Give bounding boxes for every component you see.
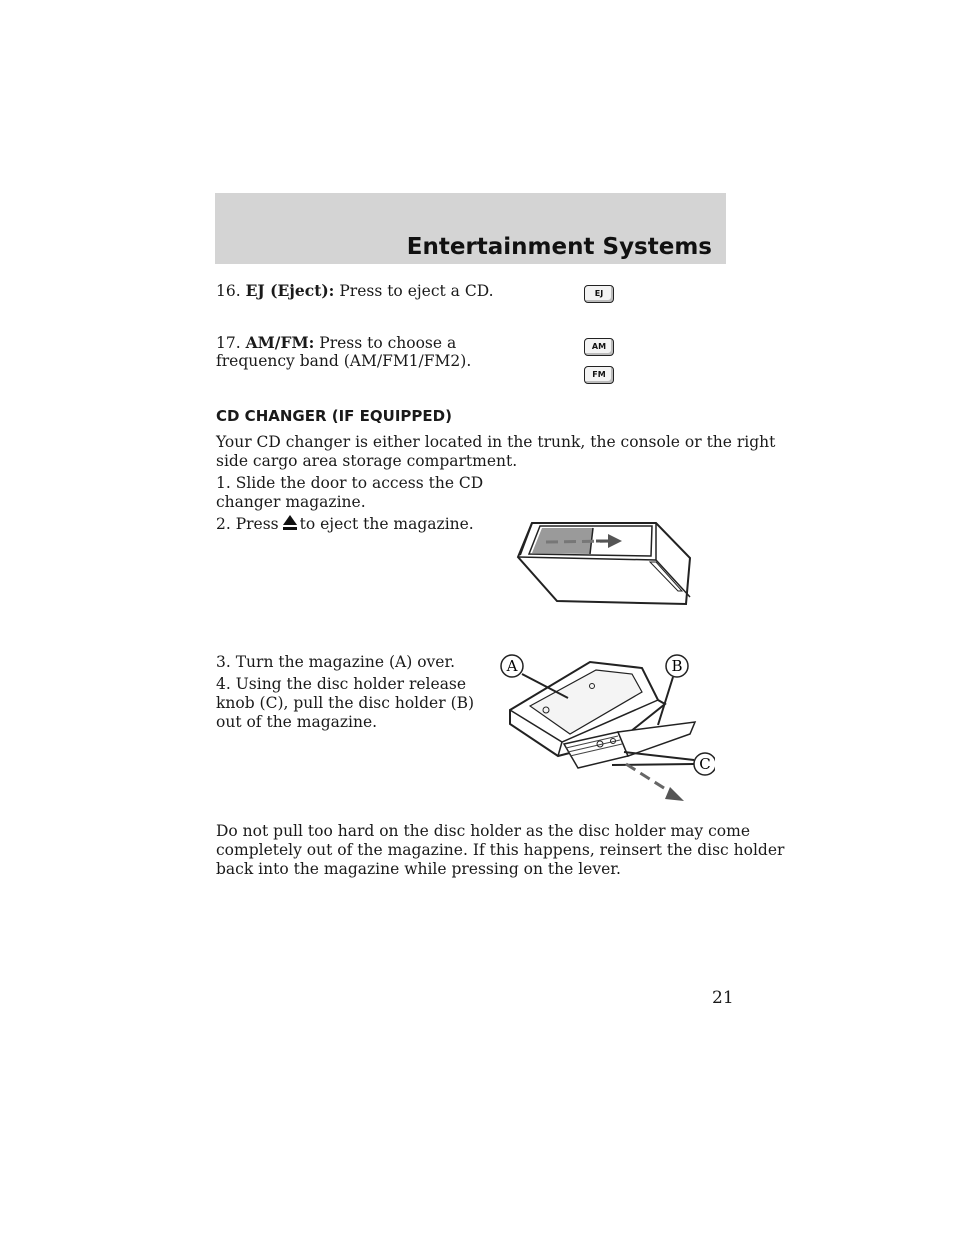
- note-line-3: back into the magazine while pressing on…: [216, 860, 621, 878]
- note-line-2: completely out of the magazine. If this …: [216, 841, 785, 859]
- item-number: 17.: [216, 334, 241, 352]
- section-header-bar: Entertainment Systems: [215, 193, 726, 264]
- item-eject: 16. EJ (Eject): Press to eject a CD.: [216, 281, 494, 301]
- item-number: 16.: [216, 282, 241, 300]
- item-amfm: 17. AM/FM: Press to choose a: [216, 333, 456, 353]
- note-line-1: Do not pull too hard on the disc holder …: [216, 822, 750, 840]
- step-4-line-3: out of the magazine.: [216, 713, 378, 731]
- item-amfm-line2: frequency band (AM/FM1/FM2).: [216, 352, 472, 370]
- step-2-suffix: to eject the magazine.: [299, 515, 474, 533]
- fm-button-icon: FM: [584, 366, 614, 384]
- item-description: Press to eject a CD.: [339, 282, 494, 300]
- label-a: A: [506, 657, 518, 675]
- step-4-line-1: 4. Using the disc holder release: [216, 675, 467, 693]
- cd-changer-illustration: [516, 522, 692, 606]
- step-1-line-2: changer magazine.: [216, 493, 366, 511]
- label-b: B: [671, 657, 682, 675]
- magazine-illustration: A B C: [500, 654, 715, 801]
- section-heading: CD CHANGER (IF EQUIPPED): [216, 407, 452, 425]
- item-label: AM/FM:: [245, 333, 315, 352]
- item-label: EJ (Eject):: [245, 281, 335, 300]
- page-number: 21: [712, 988, 734, 1008]
- intro-line-2: side cargo area storage compartment.: [216, 452, 518, 470]
- label-c: C: [699, 755, 710, 773]
- item-description: Press to choose a: [319, 334, 457, 352]
- am-button-icon: AM: [584, 338, 614, 356]
- step-4-line-2: knob (C), pull the disc holder (B): [216, 694, 475, 712]
- page-title: Entertainment Systems: [406, 234, 712, 260]
- step-3: 3. Turn the magazine (A) over.: [216, 653, 456, 671]
- eject-button-icon: EJ: [584, 285, 614, 303]
- step-1-line-1: 1. Slide the door to access the CD: [216, 474, 484, 492]
- intro-line-1: Your CD changer is either located in the…: [216, 433, 776, 451]
- step-2: 2. Press to eject the magazine.: [216, 515, 474, 534]
- step-2-prefix: 2. Press: [216, 515, 279, 533]
- eject-icon: [282, 515, 297, 531]
